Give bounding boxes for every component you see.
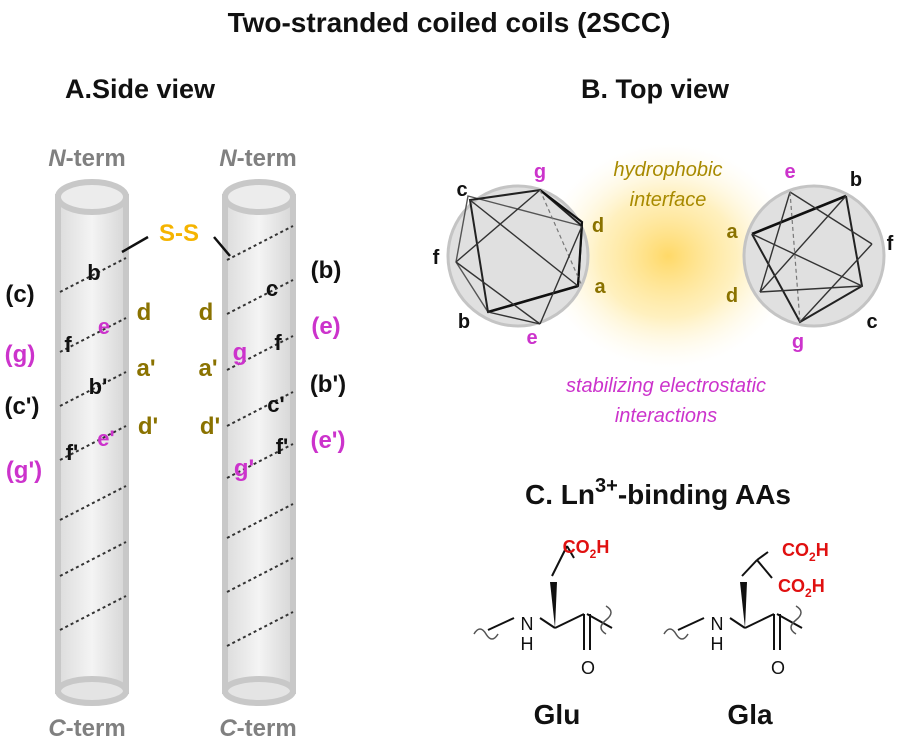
center-right-a-prime: a': [198, 355, 217, 382]
wheel-right-b: b: [850, 169, 862, 191]
glu-amine-h: H: [521, 634, 534, 654]
gla-name: Gla: [727, 699, 773, 730]
wheel-left-d: d: [592, 215, 604, 237]
wheel-left-e: e: [526, 327, 537, 349]
right-outer-b: (b): [311, 257, 342, 284]
left-helix-f: f: [64, 332, 72, 357]
left-outer-g-prime: (g'): [6, 457, 42, 484]
center-left-d: d: [137, 299, 152, 326]
hydrophobic-interface-glow: [543, 144, 793, 368]
glu-carboxyl: CO2H: [563, 537, 610, 561]
glu-structure: [473, 545, 613, 650]
helical-wheel-left: [446, 184, 590, 328]
n-term-right: N-term: [219, 145, 296, 172]
right-helix-c: c: [266, 276, 278, 301]
right-outer-e: (e): [311, 313, 340, 340]
glu-wedge-bond: [550, 582, 557, 628]
left-helix-b-prime: b': [89, 374, 108, 399]
wheel-right-g: g: [792, 331, 804, 353]
gla-amine-h: H: [711, 634, 724, 654]
electrostatic-label-line2: interactions: [615, 405, 717, 427]
helix-cylinder-left: [55, 179, 129, 706]
glu-name: Glu: [534, 699, 581, 730]
left-outer-c: (c): [5, 281, 34, 308]
glu-carbonyl-o: O: [581, 658, 595, 678]
panel-b-heading: B. Top view: [581, 74, 730, 104]
left-helix-b: b: [87, 260, 100, 285]
figure-title: Two-stranded coiled coils (2SCC): [228, 7, 671, 38]
gla-carboxyl-1: CO2H: [782, 540, 829, 564]
right-outer-e-prime: (e'): [310, 427, 345, 454]
right-helix-g-prime: g': [234, 455, 254, 482]
disulfide-bond-left: [121, 235, 149, 254]
glu-amine-n: N: [521, 614, 534, 634]
hydrophobic-label-line1: hydrophobic: [614, 159, 723, 181]
wheel-left-g: g: [534, 161, 546, 183]
right-helix-g: g: [233, 339, 248, 366]
center-right-d: d: [199, 299, 214, 326]
wheel-right-a: a: [726, 221, 738, 243]
wheel-right-f: f: [887, 233, 894, 255]
left-helix-e-prime: e': [97, 426, 114, 451]
gla-carboxyl-2: CO2H: [778, 576, 825, 600]
c-term-right: C-term: [219, 715, 296, 742]
electrostatic-label-line1: stabilizing electrostatic: [566, 375, 766, 397]
left-outer-g: (g): [5, 341, 36, 368]
gla-structure: [663, 551, 803, 650]
center-left-d-prime: d': [138, 413, 158, 440]
helical-wheel-right: [742, 184, 886, 328]
left-outer-c-prime: (c'): [4, 393, 39, 420]
center-left-a-prime: a': [136, 355, 155, 382]
c-term-left: C-term: [48, 715, 125, 742]
right-helix-f-prime: f': [276, 434, 289, 459]
wheel-left-b: b: [458, 311, 470, 333]
wheel-right-e: e: [784, 161, 795, 183]
hydrophobic-label-line2: interface: [630, 189, 707, 211]
n-term-left: N-term: [48, 145, 125, 172]
panel-a-heading: A.Side view: [65, 74, 216, 104]
left-helix-f-prime: f': [66, 440, 79, 465]
left-helix-e: e: [98, 314, 110, 339]
panel-c-heading: C. Ln3+-binding AAs: [525, 475, 791, 510]
center-right-d-prime: d': [200, 413, 220, 440]
right-helix-c-prime: c': [267, 392, 284, 417]
wheel-left-a: a: [594, 276, 606, 298]
wheel-left-c: c: [456, 179, 467, 201]
wheel-right-d: d: [726, 285, 738, 307]
helix-path-right: [226, 225, 294, 647]
wheel-right-c: c: [866, 311, 877, 333]
disulfide-label: S-S: [159, 220, 199, 247]
disulfide-bond-right: [213, 236, 231, 257]
helix-path-left: [59, 257, 127, 631]
gla-carbonyl-o: O: [771, 658, 785, 678]
wheel-left-f: f: [433, 247, 440, 269]
right-outer-b-prime: (b'): [310, 371, 346, 398]
gla-wedge-bond: [740, 582, 747, 628]
right-helix-f: f: [274, 330, 282, 355]
gla-amine-n: N: [711, 614, 724, 634]
